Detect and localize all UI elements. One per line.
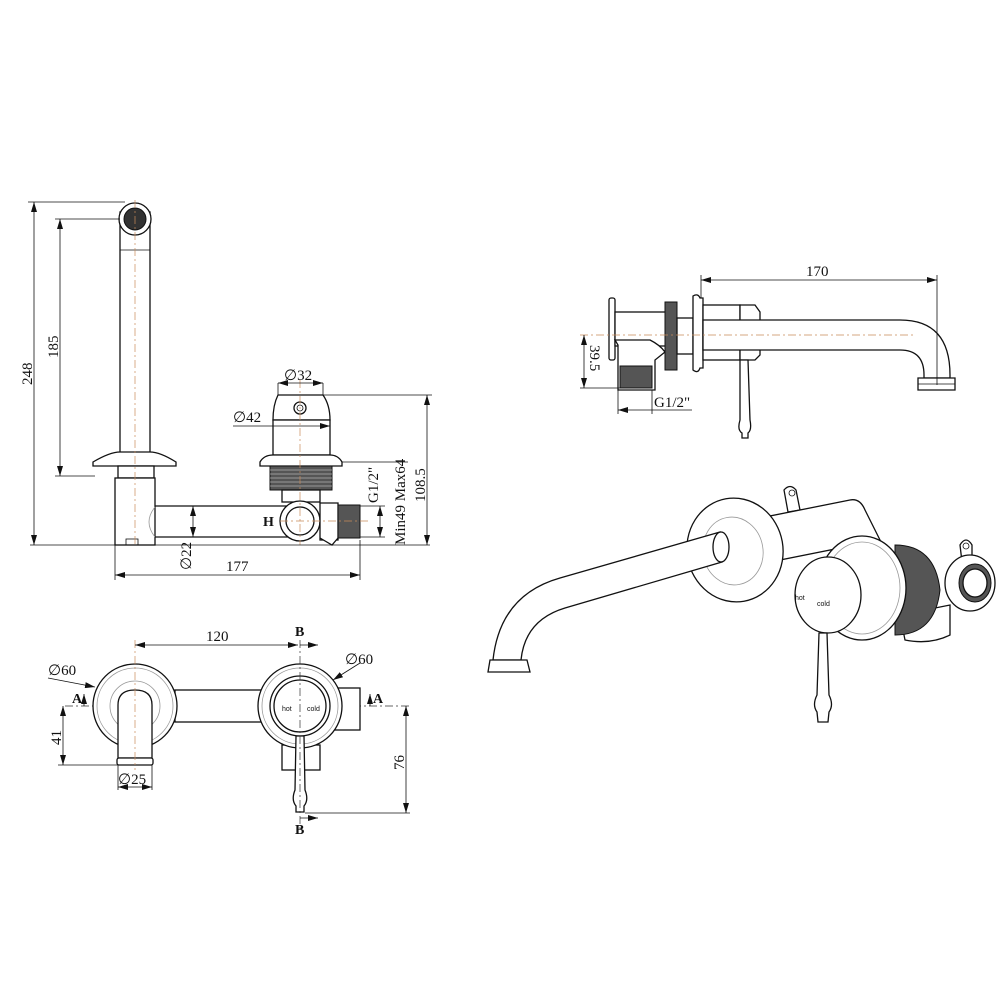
dim-41: 41 <box>49 730 65 745</box>
dim-diameter-42: ∅42 <box>233 410 261 426</box>
body-pipe-side <box>155 505 288 538</box>
dim-diameter-60-right: ∅60 <box>345 652 373 668</box>
iso-cold-label: cold <box>817 601 830 608</box>
spout-side <box>92 200 177 546</box>
valve-side: H <box>259 380 368 546</box>
dim-177: 177 <box>226 559 249 575</box>
dim-diameter-22: ∅22 <box>179 542 195 570</box>
dim-248: 248 <box>20 363 36 386</box>
dim-diameter-25: ∅25 <box>118 772 146 788</box>
dim-thread-g12: G1/2" <box>366 467 382 503</box>
iso-hot-label: hot <box>795 595 805 602</box>
dim-39-5: 39.5 <box>586 345 602 371</box>
front-cold-label: cold <box>307 706 320 713</box>
section-b-bottom: B <box>295 823 304 838</box>
top-dimensions: 170 39.5 G1/2" <box>580 264 938 414</box>
dim-diameter-32: ∅32 <box>284 368 312 384</box>
dim-thread-g12-top: G1/2" <box>654 395 690 411</box>
dim-min49-max64: Min49 Max64 <box>393 458 409 545</box>
front-hot-label: hot <box>282 706 292 713</box>
front-view: hot cold 120 B B A A ∅60 ∅60 ∅25 41 <box>47 625 410 838</box>
front-dimensions: 120 B B A A ∅60 ∅60 ∅25 41 76 <box>47 625 410 838</box>
dim-170: 170 <box>806 264 829 280</box>
isometric-view: hot cold <box>487 485 996 723</box>
dim-185: 185 <box>46 336 62 359</box>
dim-76: 76 <box>392 755 408 771</box>
side-view: H 248 185 ∅32 ∅42 108.5 Min49 Max64 <box>20 200 432 580</box>
section-b-top: B <box>295 625 304 640</box>
hot-inlet-label: H <box>263 515 274 530</box>
dim-108-5: 108.5 <box>413 468 429 502</box>
section-a-right: A <box>373 692 384 707</box>
top-view: 170 39.5 G1/2" <box>580 264 956 439</box>
side-dimensions: 248 185 ∅32 ∅42 108.5 Min49 Max64 G1/2" … <box>20 201 432 580</box>
dim-120: 120 <box>206 629 229 645</box>
section-a-left: A <box>72 692 83 707</box>
dim-diameter-60-left: ∅60 <box>48 663 76 679</box>
